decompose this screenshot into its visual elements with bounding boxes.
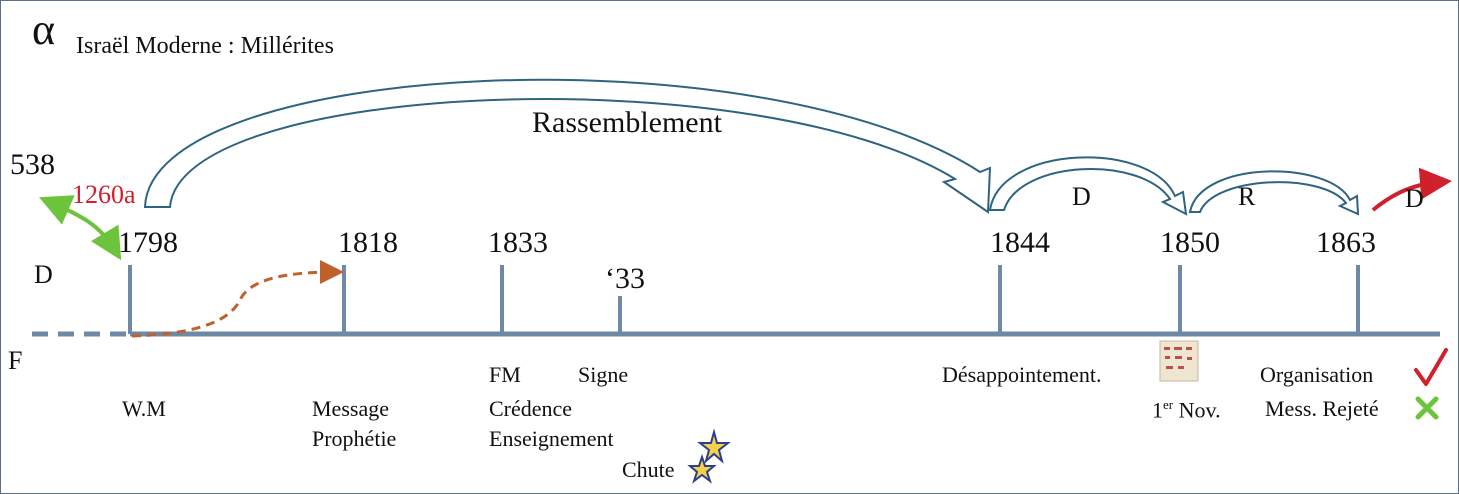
label-prophetie: Prophétie (312, 426, 397, 451)
arc-d (988, 156, 1188, 216)
orange-dashed-arrow (131, 260, 344, 338)
label-desappointement: Désappointement. (942, 362, 1102, 387)
green-double-arrow (38, 195, 122, 261)
red-arrow (1371, 167, 1452, 212)
rassemblement-label: Rassemblement (532, 106, 722, 139)
year-538: 538 (10, 148, 55, 181)
left-d-label: D (34, 260, 53, 289)
year-1844: 1844 (990, 226, 1050, 259)
year-1798: 1798 (118, 226, 178, 259)
year-1850: 1850 (1160, 226, 1220, 259)
year-33: ‘33 (605, 262, 645, 295)
label-wm: W.M (122, 396, 166, 421)
label-enseignement: Enseignement (489, 426, 614, 451)
label-1er-nov: 1er Nov. (1152, 398, 1221, 421)
label-chute: Chute (622, 457, 675, 482)
label-organisation: Organisation (1260, 362, 1374, 387)
period-1260a: 1260a (72, 180, 136, 209)
arc-d-label: D (1072, 182, 1091, 211)
year-1863: 1863 (1316, 226, 1376, 259)
arc-r-label: R (1238, 182, 1256, 211)
arc-r (1188, 170, 1360, 216)
alpha-symbol: α (32, 5, 56, 54)
nov-number: 1 (1152, 397, 1163, 423)
label-fm: FM (489, 362, 521, 387)
nov-superscript: er (1163, 397, 1174, 412)
star-icon (697, 428, 731, 464)
check-icon (1414, 348, 1448, 386)
rassemblement-arc (143, 78, 992, 214)
page-title: Israël Moderne : Millérites (76, 33, 334, 59)
arc-d-after-label: D (1405, 184, 1424, 213)
label-credence: Crédence (489, 396, 573, 421)
document-image (1159, 340, 1199, 382)
nov-word: Nov. (1173, 397, 1221, 423)
year-1818: 1818 (338, 226, 398, 259)
cross-icon (1415, 396, 1439, 420)
star-icon (687, 453, 717, 484)
year-1833: 1833 (488, 226, 548, 259)
left-f-label: F (8, 346, 23, 375)
label-signe: Signe (578, 362, 629, 387)
label-message: Message (312, 396, 389, 421)
label-mess-rejete: Mess. Rejeté (1265, 396, 1379, 421)
